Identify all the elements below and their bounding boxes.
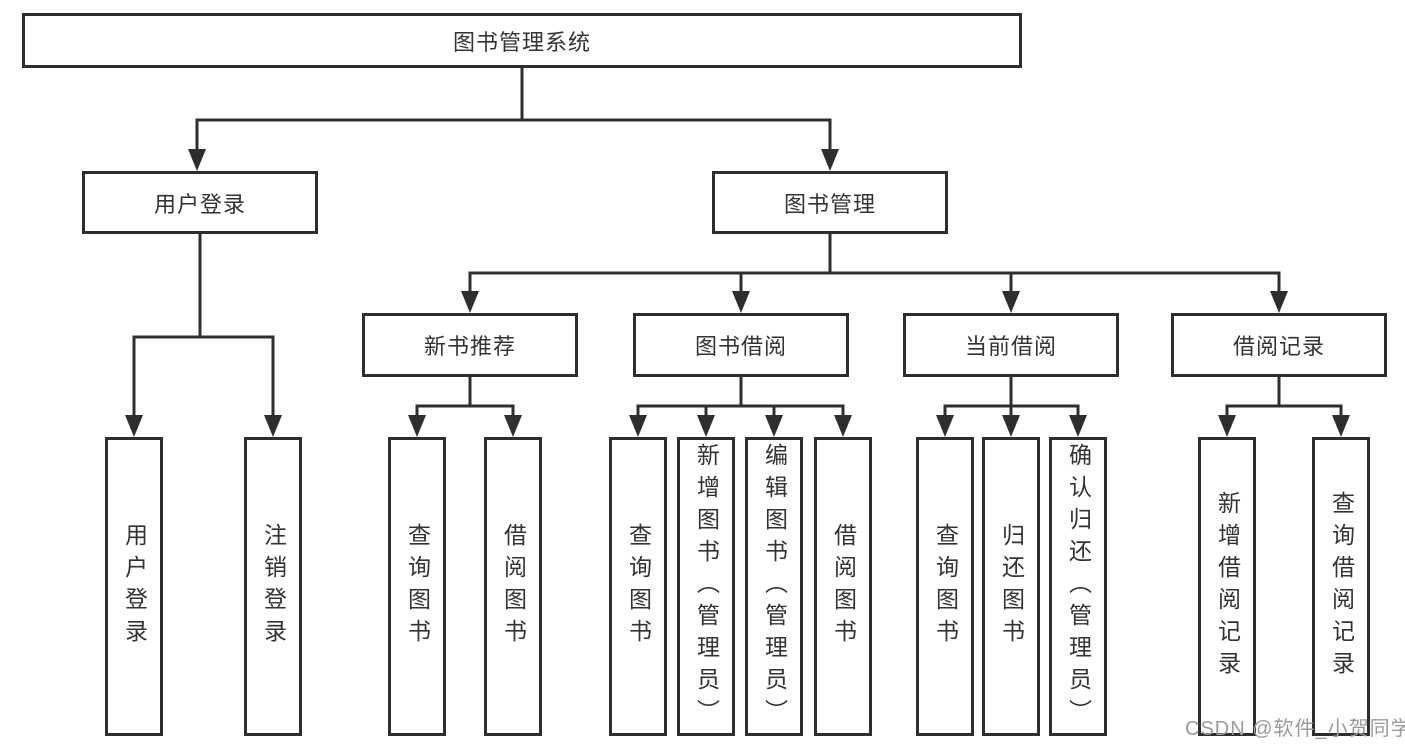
node-user-login-label: 用户登录	[153, 191, 246, 217]
node-root-label: 图书管理系统	[452, 29, 591, 55]
leaf-bb-borrow-book-label: 借阅图书	[830, 522, 857, 651]
node-book-management: 图书管理	[712, 171, 948, 234]
leaf-bb-query-book-label: 查询图书	[625, 522, 652, 651]
leaf-bb-edit-book: 编辑图书（管理员）	[745, 437, 803, 736]
csdn-watermark: CSDN @软件_小贺同学	[1185, 718, 1405, 740]
leaf-br-query-record-label: 查询借阅记录	[1328, 490, 1355, 683]
node-book-borrow: 图书借阅	[633, 313, 849, 377]
leaf-bb-borrow-book: 借阅图书	[814, 437, 872, 736]
leaf-logout-label: 注销登录	[260, 522, 287, 651]
leaf-user-login-label: 用户登录	[121, 522, 148, 651]
node-borrow-records-label: 借阅记录	[1232, 334, 1325, 359]
node-book-management-label: 图书管理	[783, 191, 876, 217]
arrowheads	[125, 149, 1350, 437]
node-user-login: 用户登录	[82, 171, 318, 234]
node-current-borrow: 当前借阅	[903, 313, 1119, 377]
leaf-cb-confirm-return-label: 确认归还（管理员）	[1065, 442, 1092, 731]
leaf-rec-query-book: 查询图书	[388, 437, 446, 736]
leaf-br-query-record: 查询借阅记录	[1312, 437, 1370, 736]
node-new-book-recommend: 新书推荐	[362, 313, 578, 377]
leaf-br-add-record: 新增借阅记录	[1198, 437, 1256, 736]
leaf-cb-query-book-label: 查询图书	[932, 522, 959, 651]
leaf-cb-return-book: 归还图书	[982, 437, 1040, 736]
leaf-rec-query-book-label: 查询图书	[404, 522, 431, 651]
node-book-borrow-label: 图书借阅	[694, 334, 787, 359]
leaf-rec-borrow-book-label: 借阅图书	[500, 522, 527, 651]
leaf-br-add-record-label: 新增借阅记录	[1214, 490, 1241, 683]
leaf-bb-query-book: 查询图书	[609, 437, 667, 736]
leaf-cb-query-book: 查询图书	[916, 437, 974, 736]
leaf-cb-return-book-label: 归还图书	[998, 522, 1025, 651]
leaf-bb-edit-book-label: 编辑图书（管理员）	[761, 442, 788, 731]
node-new-book-recommend-label: 新书推荐	[423, 334, 516, 359]
leaf-bb-add-book-label: 新增图书（管理员）	[693, 442, 720, 731]
leaf-logout: 注销登录	[244, 437, 302, 736]
leaf-rec-borrow-book: 借阅图书	[484, 437, 542, 736]
leaf-user-login: 用户登录	[105, 437, 163, 736]
leaf-cb-confirm-return: 确认归还（管理员）	[1049, 437, 1107, 736]
node-borrow-records: 借阅记录	[1171, 313, 1387, 377]
node-current-borrow-label: 当前借阅	[964, 334, 1057, 359]
leaf-bb-add-book: 新增图书（管理员）	[677, 437, 735, 736]
node-root: 图书管理系统	[22, 13, 1022, 68]
